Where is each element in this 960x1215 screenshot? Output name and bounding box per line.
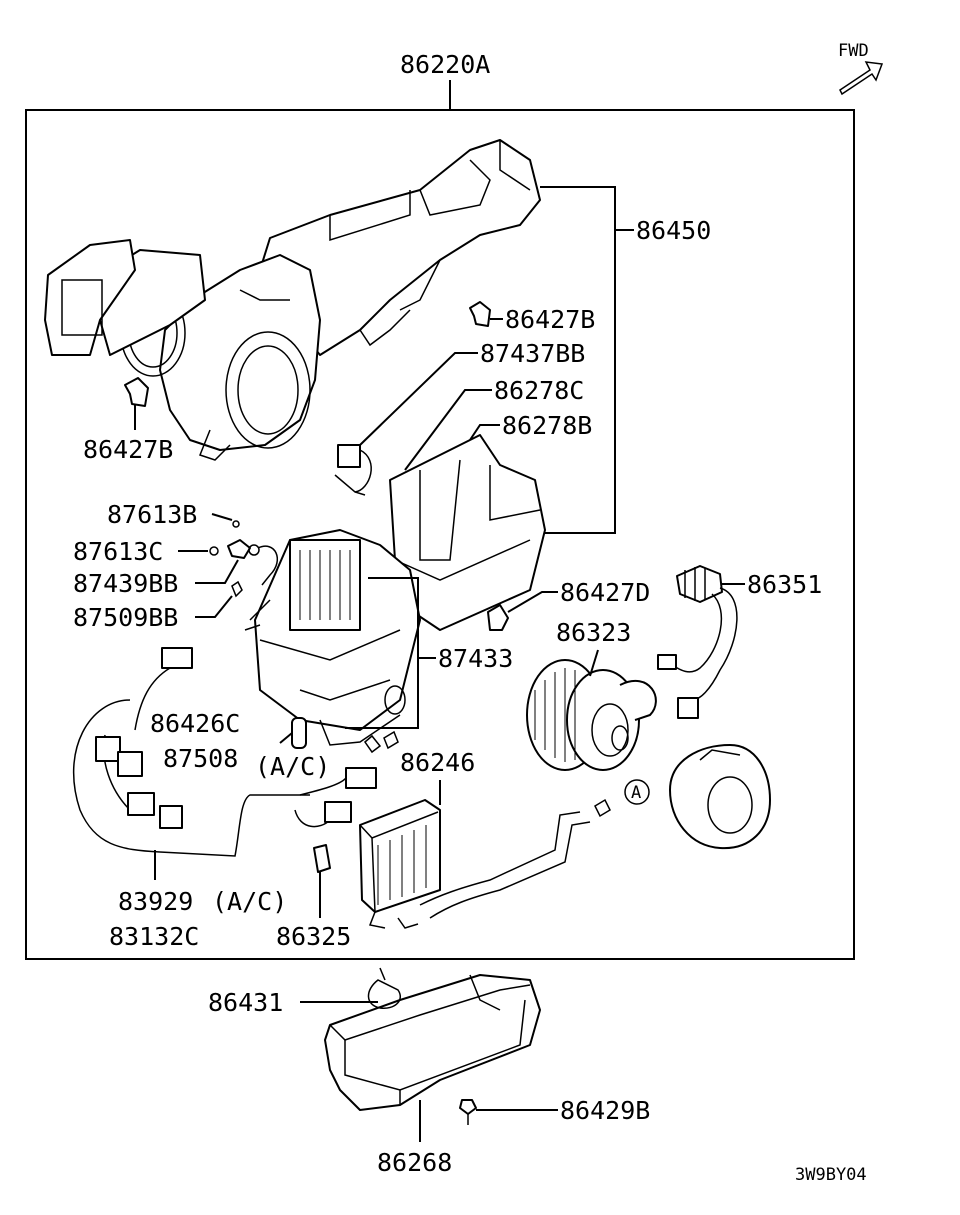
leader-87509bb bbox=[195, 595, 233, 618]
label-main-assembly: 86220A bbox=[400, 50, 490, 79]
label-heater-unit-case: 86450 bbox=[636, 216, 711, 245]
leader-86427d bbox=[507, 591, 558, 613]
label-clamp: 87508 bbox=[163, 744, 238, 773]
label-packing-c: 86278C bbox=[494, 376, 584, 405]
clip-d-icon bbox=[487, 604, 509, 631]
clamp-c-icon bbox=[363, 730, 399, 754]
band-icon bbox=[367, 967, 401, 1009]
label-screw-b: 87613B bbox=[107, 500, 197, 529]
evaporator-case-illustration bbox=[244, 434, 546, 746]
clamp-icon bbox=[291, 717, 307, 749]
bracket-87433 bbox=[345, 577, 419, 729]
evaporator-core-illustration bbox=[359, 798, 611, 929]
label-bolt: 86429B bbox=[560, 1096, 650, 1125]
clip-b-top-icon bbox=[469, 301, 491, 327]
resistor-illustration bbox=[657, 565, 738, 719]
label-clamp-c: 86426C bbox=[150, 709, 240, 738]
label-clamp-note: (A/C) bbox=[255, 752, 330, 781]
drain-hose-icon bbox=[313, 844, 331, 873]
label-resistor: 86351 bbox=[747, 570, 822, 599]
label-expansion-valve: 87433 bbox=[438, 644, 513, 673]
leader-86278c bbox=[404, 389, 492, 471]
leader-87439bb bbox=[195, 559, 239, 584]
leader-87613b bbox=[211, 513, 233, 521]
label-diagram-code: 3W9BY04 bbox=[795, 1165, 867, 1185]
screw-b-icon bbox=[232, 520, 240, 528]
leader-86323 bbox=[589, 649, 599, 677]
wiring-harness-illustration bbox=[72, 647, 377, 857]
label-harness: 83132C bbox=[109, 922, 199, 951]
label-fwd: FWD bbox=[838, 41, 869, 61]
blower-motor-illustration bbox=[526, 659, 657, 771]
clip-b-left-icon bbox=[124, 377, 149, 407]
label-lower-case: 86268 bbox=[377, 1148, 452, 1177]
leader-87508 bbox=[279, 732, 293, 744]
lower-case-illustration bbox=[324, 974, 541, 1111]
bolt-icon bbox=[459, 1099, 477, 1125]
bracket-86450 bbox=[540, 186, 616, 534]
screw-c-icon bbox=[209, 546, 219, 556]
fwd-arrow-icon bbox=[839, 61, 884, 96]
leader-87437bb bbox=[359, 352, 478, 446]
clip-bb-icon bbox=[231, 580, 243, 598]
sensor-illustration bbox=[334, 444, 372, 496]
label-blower-motor: 86323 bbox=[556, 618, 631, 647]
label-callout-a: A bbox=[631, 783, 641, 803]
label-harness-ac: 83929 bbox=[118, 887, 193, 916]
callout-a-circle bbox=[624, 779, 650, 805]
label-clip-bb: 87509BB bbox=[73, 603, 178, 632]
label-evaporator: 86246 bbox=[400, 748, 475, 777]
switch-bb-icon bbox=[227, 539, 279, 586]
blower-cover-illustration bbox=[669, 744, 771, 850]
label-harness-ac-note: (A/C) bbox=[212, 887, 287, 916]
label-band: 86431 bbox=[208, 988, 283, 1017]
label-drain-hose: 86325 bbox=[276, 922, 351, 951]
label-switch-bb: 87439BB bbox=[73, 569, 178, 598]
label-screw-c: 87613C bbox=[73, 537, 163, 566]
label-sensor: 87437BB bbox=[480, 339, 585, 368]
label-clip-b-left: 86427B bbox=[83, 435, 173, 464]
assembly-frame bbox=[25, 109, 855, 960]
label-clip-b-top: 86427B bbox=[505, 305, 595, 334]
heater-unit-case-illustration bbox=[44, 139, 541, 461]
label-clip-d: 86427D bbox=[560, 578, 650, 607]
label-packing-b: 86278B bbox=[502, 411, 592, 440]
